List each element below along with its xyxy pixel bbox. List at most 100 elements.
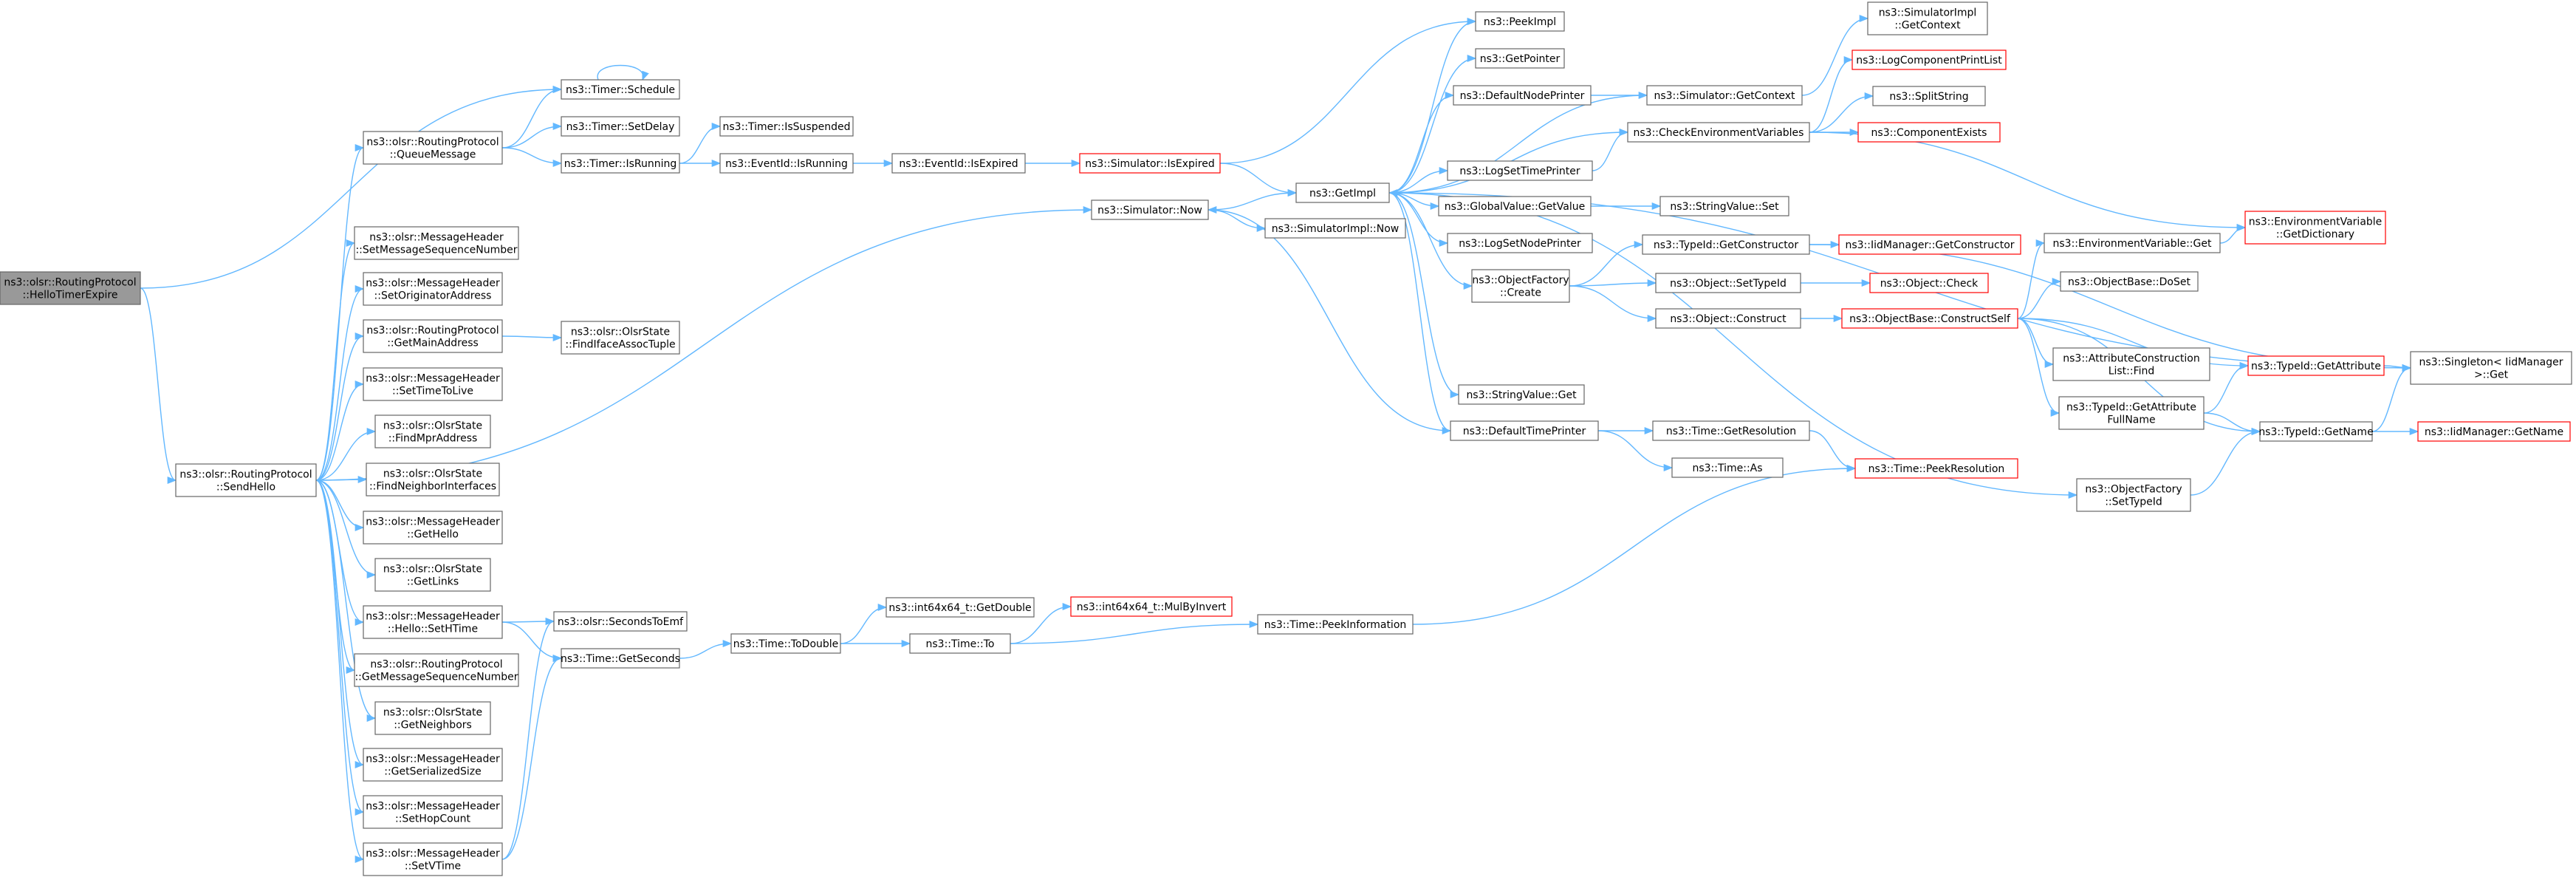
function-node-find-mpr[interactable]: ns3::olsr::OlsrState::FindMprAddress [374, 414, 491, 448]
function-node-box[interactable] [1671, 457, 1784, 478]
function-node-timer-schedule[interactable]: ns3::Timer::Schedule [561, 79, 680, 100]
function-node-simimpl-getcontext[interactable]: ns3::SimulatorImpl::GetContext [1867, 1, 1988, 35]
function-node-get-serialized-size[interactable]: ns3::olsr::MessageHeader::GetSerializedS… [363, 748, 503, 782]
function-node-timer-issuspended[interactable]: ns3::Timer::IsSuspended [719, 116, 854, 137]
function-node-queue-message[interactable]: ns3::olsr::RoutingProtocol::QueueMessage [363, 131, 503, 165]
function-node-objectfactory-create[interactable]: ns3::ObjectFactory::Create [1471, 269, 1570, 303]
function-node-stringvalue-get[interactable]: ns3::StringValue::Get [1458, 384, 1585, 405]
function-node-box[interactable] [363, 319, 503, 353]
function-node-box[interactable] [363, 511, 503, 545]
function-node-box[interactable] [909, 633, 1011, 654]
function-node-box[interactable] [1079, 153, 1221, 174]
function-node-box[interactable] [363, 748, 503, 782]
function-node-box[interactable] [1438, 196, 1592, 216]
function-node-box[interactable] [1841, 308, 2018, 329]
function-node-box[interactable] [1655, 273, 1801, 293]
function-node-box[interactable] [1295, 182, 1390, 203]
function-node-getimpl[interactable]: ns3::GetImpl [1295, 182, 1390, 203]
function-node-eventid-isrunning[interactable]: ns3::EventId::IsRunning [719, 153, 854, 174]
function-node-box[interactable] [0, 271, 141, 305]
function-node-box[interactable] [1257, 614, 1414, 635]
function-node-log-component-printlist[interactable]: ns3::LogComponentPrintList [1852, 50, 2007, 70]
function-node-box[interactable] [561, 153, 680, 174]
function-node-int64-mulbyinvert[interactable]: ns3::int64x64_t::MulByInvert [1070, 596, 1233, 617]
function-node-object-settypeid[interactable]: ns3::Object::SetTypeId [1655, 273, 1801, 293]
function-node-iidmanager-getconstructor[interactable]: ns3::IidManager::GetConstructor [1838, 234, 2021, 255]
function-node-logset-node-printer[interactable]: ns3::LogSetNodePrinter [1447, 233, 1593, 253]
function-node-check-env-vars[interactable]: ns3::CheckEnvironmentVariables [1627, 122, 1810, 143]
function-node-box[interactable] [2076, 478, 2191, 512]
function-node-objectbase-doset[interactable]: ns3::ObjectBase::DoSet [2060, 271, 2199, 292]
function-node-set-originator[interactable]: ns3::olsr::MessageHeader::SetOriginatorA… [363, 272, 503, 306]
function-node-getpointer[interactable]: ns3::GetPointer [1475, 48, 1565, 69]
function-node-box[interactable] [891, 153, 1026, 174]
function-node-seconds-to-emf[interactable]: ns3::olsr::SecondsToEmf [553, 611, 688, 632]
function-node-send-hello[interactable]: ns3::olsr::RoutingProtocol::SendHello [175, 463, 317, 497]
function-node-box[interactable] [719, 153, 854, 174]
function-node-box[interactable] [363, 131, 503, 165]
function-node-box[interactable] [2044, 233, 2221, 253]
function-node-simulator-now[interactable]: ns3::Simulator::Now [1091, 199, 1209, 220]
function-node-box[interactable] [363, 272, 503, 306]
function-node-get-msg-seq-num[interactable]: ns3::olsr::RoutingProtocol::GetMessageSe… [354, 653, 519, 687]
function-node-typeid-getname[interactable]: ns3::TypeId::GetName [2258, 421, 2374, 442]
function-node-hello-timer-expire[interactable]: ns3::olsr::RoutingProtocol::HelloTimerEx… [0, 271, 141, 305]
function-node-box[interactable] [561, 79, 680, 100]
function-node-box[interactable] [1646, 85, 1803, 106]
function-node-box[interactable] [354, 653, 519, 687]
function-node-iidmanager-getname[interactable]: ns3::IidManager::GetName [2417, 421, 2571, 442]
function-node-set-msg-seq-num[interactable]: ns3::olsr::MessageHeader::SetMessageSequ… [354, 226, 519, 260]
function-node-box[interactable] [719, 116, 854, 137]
function-node-box[interactable] [561, 116, 680, 137]
function-node-find-neighbor-ifaces[interactable]: ns3::olsr::OlsrState::FindNeighborInterf… [366, 463, 500, 496]
function-node-time-peekinformation[interactable]: ns3::Time::PeekInformation [1257, 614, 1414, 635]
function-node-box[interactable] [2417, 421, 2571, 442]
function-node-envvar-get[interactable]: ns3::EnvironmentVariable::Get [2044, 233, 2221, 253]
function-node-box[interactable] [1475, 48, 1565, 69]
function-node-objectfactory-settypeid[interactable]: ns3::ObjectFactory::SetTypeId [2076, 478, 2191, 512]
function-node-get-main-address[interactable]: ns3::olsr::RoutingProtocol::GetMainAddre… [363, 319, 503, 353]
function-node-box[interactable] [363, 795, 503, 829]
function-node-simulator-getcontext[interactable]: ns3::Simulator::GetContext [1646, 85, 1803, 106]
function-node-box[interactable] [1655, 308, 1801, 329]
function-node-box[interactable] [363, 367, 503, 401]
function-node-time-as[interactable]: ns3::Time::As [1671, 457, 1784, 478]
function-node-typeid-getattribute[interactable]: ns3::TypeId::GetAttribute [2247, 355, 2385, 376]
function-node-box[interactable] [1458, 384, 1585, 405]
function-node-singleton-get[interactable]: ns3::Singleton< IidManager >::Get [2410, 351, 2572, 385]
function-node-box[interactable] [1867, 1, 1988, 35]
function-node-box[interactable] [1659, 196, 1789, 216]
function-node-box[interactable] [1854, 458, 2018, 479]
function-node-box[interactable] [2247, 355, 2385, 376]
function-node-time-getseconds[interactable]: ns3::Time::GetSeconds [561, 648, 680, 669]
function-node-simulator-isexpired[interactable]: ns3::Simulator::IsExpired [1079, 153, 1221, 174]
function-node-object-check[interactable]: ns3::Object::Check [1869, 273, 1989, 293]
function-node-box[interactable] [374, 701, 491, 735]
function-node-box[interactable] [1872, 86, 1986, 106]
function-node-box[interactable] [2052, 347, 2210, 381]
function-node-box[interactable] [363, 842, 503, 876]
function-node-box[interactable] [1627, 122, 1810, 143]
function-node-simulatorimpl-now[interactable]: ns3::SimulatorImpl::Now [1264, 218, 1406, 239]
function-node-set-htime[interactable]: ns3::olsr::MessageHeader::Hello::SetHTim… [363, 605, 503, 639]
function-node-box[interactable] [886, 597, 1035, 618]
function-node-time-to[interactable]: ns3::Time::To [909, 633, 1011, 654]
function-node-object-construct[interactable]: ns3::Object::Construct [1655, 308, 1801, 329]
function-node-box[interactable] [1091, 199, 1209, 220]
function-node-timer-isrunning[interactable]: ns3::Timer::IsRunning [561, 153, 680, 174]
function-node-get-hello[interactable]: ns3::olsr::MessageHeader::GetHello [363, 511, 503, 545]
function-node-box[interactable] [1869, 273, 1989, 293]
function-node-box[interactable] [1857, 122, 2001, 143]
function-node-eventid-isexpired[interactable]: ns3::EventId::IsExpired [891, 153, 1026, 174]
function-node-logset-time-printer[interactable]: ns3::LogSetTimePrinter [1447, 160, 1593, 181]
function-node-default-time-printer[interactable]: ns3::DefaultTimePrinter [1450, 420, 1599, 441]
function-node-set-ttl[interactable]: ns3::olsr::MessageHeader::SetTimeToLive [363, 367, 503, 401]
function-node-find-iface-assoc[interactable]: ns3::olsr::OlsrState::FindIfaceAssocTupl… [561, 321, 680, 355]
function-node-box[interactable] [2259, 421, 2373, 442]
function-node-time-todouble[interactable]: ns3::Time::ToDouble [730, 633, 841, 654]
function-node-box[interactable] [1070, 596, 1233, 617]
function-node-box[interactable] [730, 633, 841, 654]
function-node-box[interactable] [2244, 211, 2386, 245]
